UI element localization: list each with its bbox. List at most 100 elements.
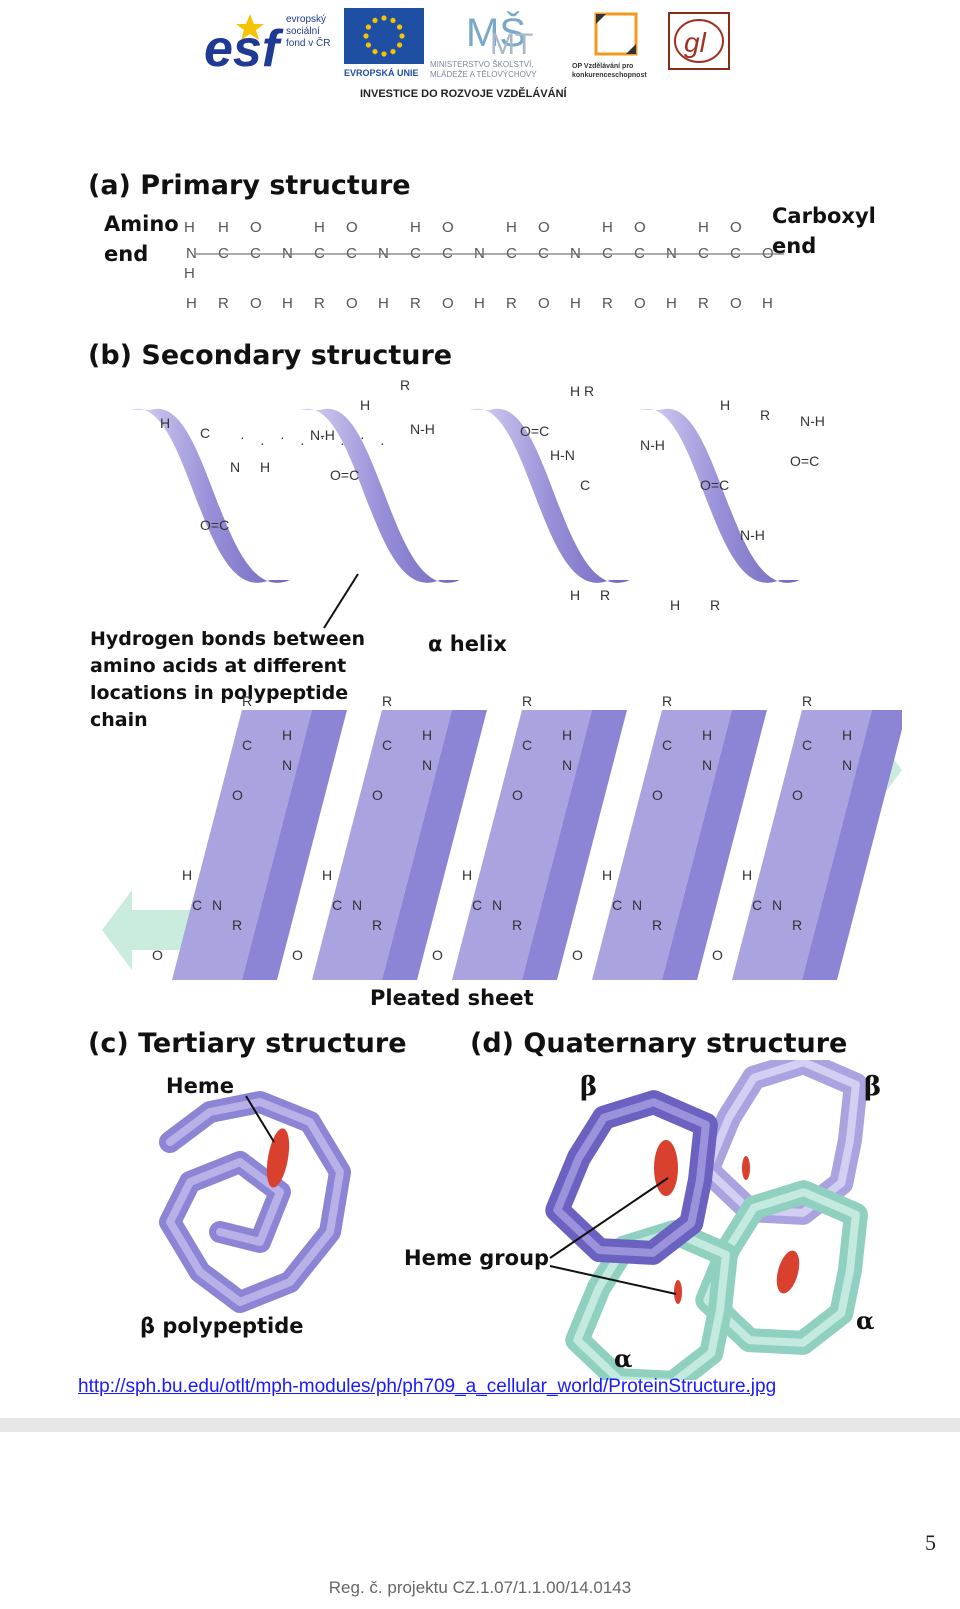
svg-text:H: H	[506, 219, 517, 236]
svg-text:O: O	[634, 295, 646, 312]
svg-text:C: C	[242, 737, 252, 753]
svg-text:·: ·	[260, 435, 265, 451]
hbond-line-3: locations in polypeptide	[90, 682, 349, 704]
gl-letters: gl	[684, 27, 707, 58]
esf-logo: esf evropský sociální fond v ČR	[202, 8, 338, 78]
svg-text:C: C	[612, 897, 622, 913]
panel-a-title: (a) Primary structure	[88, 170, 411, 201]
svg-text:C: C	[332, 897, 342, 913]
svg-text:·: ·	[340, 435, 345, 451]
gl-graphic: gl	[674, 19, 724, 63]
svg-text:H: H	[182, 867, 192, 883]
svg-text:O: O	[152, 947, 163, 963]
pleated-sheet-label: Pleated sheet	[370, 986, 534, 1010]
msmt-logo: MŠ MT MINISTERSTVO ŠKOLSTVÍ, MLÁDEŽE A T…	[430, 8, 566, 79]
eu-flag-logo: EVROPSKÁ UNIE	[344, 8, 424, 78]
gl-logo: gl	[668, 12, 730, 70]
svg-text:C: C	[472, 897, 482, 913]
hbond-line-4: chain	[90, 709, 148, 731]
alpha-helix-label: α helix	[428, 632, 507, 656]
beta-label-left: β	[580, 1072, 598, 1102]
primary-structure-chain-diagram: HHNHCRHCOONHCRHCOONHCRHCOONHCRHCOONHCRHC…	[184, 219, 784, 312]
svg-text:·: ·	[280, 429, 285, 445]
svg-text:O: O	[442, 219, 454, 236]
amino-end-line2: end	[104, 242, 149, 266]
esf-caption: evropský sociální fond v ČR	[286, 14, 331, 49]
svg-text:C: C	[192, 897, 202, 913]
amino-end-line1: Amino	[104, 212, 179, 236]
svg-text:O: O	[250, 219, 262, 236]
svg-text:H: H	[218, 219, 229, 236]
svg-text:O=C: O=C	[330, 467, 359, 483]
carboxyl-end-line1: Carboxyl	[772, 204, 876, 228]
svg-text:O=C: O=C	[520, 423, 549, 439]
hbond-line-2: amino acids at different	[90, 655, 347, 677]
esf-logo-graphic: esf	[202, 8, 338, 78]
svg-text:O: O	[250, 295, 262, 312]
svg-text:O: O	[538, 219, 550, 236]
svg-text:H: H	[570, 295, 581, 312]
svg-text:R: R	[652, 917, 662, 933]
svg-text:·: ·	[240, 429, 245, 445]
svg-text:O: O	[730, 219, 742, 236]
panel-c-title: (c) Tertiary structure	[88, 1028, 407, 1059]
eu-caption: EVROPSKÁ UNIE	[344, 68, 419, 78]
svg-text:H: H	[184, 219, 195, 236]
svg-text:·: ·	[320, 429, 325, 445]
hbond-line-1: Hydrogen bonds between	[90, 628, 366, 650]
svg-text:C: C	[580, 477, 590, 493]
svg-text:C: C	[382, 737, 392, 753]
svg-text:H: H	[378, 295, 389, 312]
svg-text:H: H	[666, 295, 677, 312]
svg-text:·: ·	[360, 429, 365, 445]
svg-text:R: R	[372, 917, 382, 933]
svg-text:N-H: N-H	[410, 421, 435, 437]
project-registration-footer: Reg. č. projektu CZ.1.07/1.1.00/14.0143	[328, 1578, 632, 1597]
svg-text:R: R	[662, 693, 672, 709]
svg-text:N-H: N-H	[640, 437, 665, 453]
svg-text:O: O	[634, 219, 646, 236]
svg-text:H: H	[562, 727, 572, 743]
svg-text:N: N	[492, 897, 502, 913]
svg-text:N: N	[562, 757, 572, 773]
svg-text:O=C: O=C	[790, 453, 819, 469]
svg-text:C: C	[522, 737, 532, 753]
svg-text:H: H	[184, 265, 195, 282]
beta-polypeptide-label: β polypeptide	[140, 1314, 304, 1338]
panel-d-title: (d) Quaternary structure	[470, 1028, 848, 1059]
svg-text:R: R	[802, 693, 812, 709]
svg-text:C: C	[662, 737, 672, 753]
svg-text:N: N	[282, 757, 292, 773]
svg-text:H: H	[570, 587, 580, 603]
svg-text:O: O	[730, 295, 742, 312]
svg-text:H: H	[322, 867, 332, 883]
svg-text:MT: MT	[490, 28, 533, 56]
svg-text:H: H	[670, 597, 680, 613]
svg-text:R: R	[382, 693, 392, 709]
svg-text:R: R	[218, 295, 229, 312]
svg-text:·: ·	[300, 435, 305, 451]
hydrogen-bonds-label: Hydrogen bonds between amino acids at di…	[90, 626, 365, 734]
alpha-label-bottom: α	[614, 1344, 633, 1373]
source-url-link[interactable]: http://sph.bu.edu/otlt/mph-modules/ph/ph…	[78, 1376, 777, 1397]
op-graphic	[594, 12, 638, 56]
svg-text:H: H	[602, 867, 612, 883]
svg-text:H: H	[462, 867, 472, 883]
svg-text:C: C	[802, 737, 812, 753]
svg-text:C: C	[200, 425, 210, 441]
svg-text:H-N: H-N	[550, 447, 575, 463]
beta-label-right: β	[864, 1072, 882, 1102]
svg-text:R: R	[242, 693, 252, 709]
svg-text:H: H	[260, 459, 270, 475]
svg-text:O: O	[346, 219, 358, 236]
heme-group-label: Heme group	[404, 1246, 550, 1270]
svg-text:O: O	[346, 295, 358, 312]
op-vzdelavani-logo: OP Vzdělávání pro konkurenceschopnost	[572, 8, 654, 79]
svg-text:O: O	[652, 787, 663, 803]
svg-text:N: N	[702, 757, 712, 773]
svg-text:N-H: N-H	[310, 427, 335, 443]
svg-text:R: R	[232, 917, 242, 933]
svg-text:N-H: N-H	[800, 413, 825, 429]
svg-text:H: H	[186, 295, 197, 312]
svg-text:N: N	[842, 757, 852, 773]
